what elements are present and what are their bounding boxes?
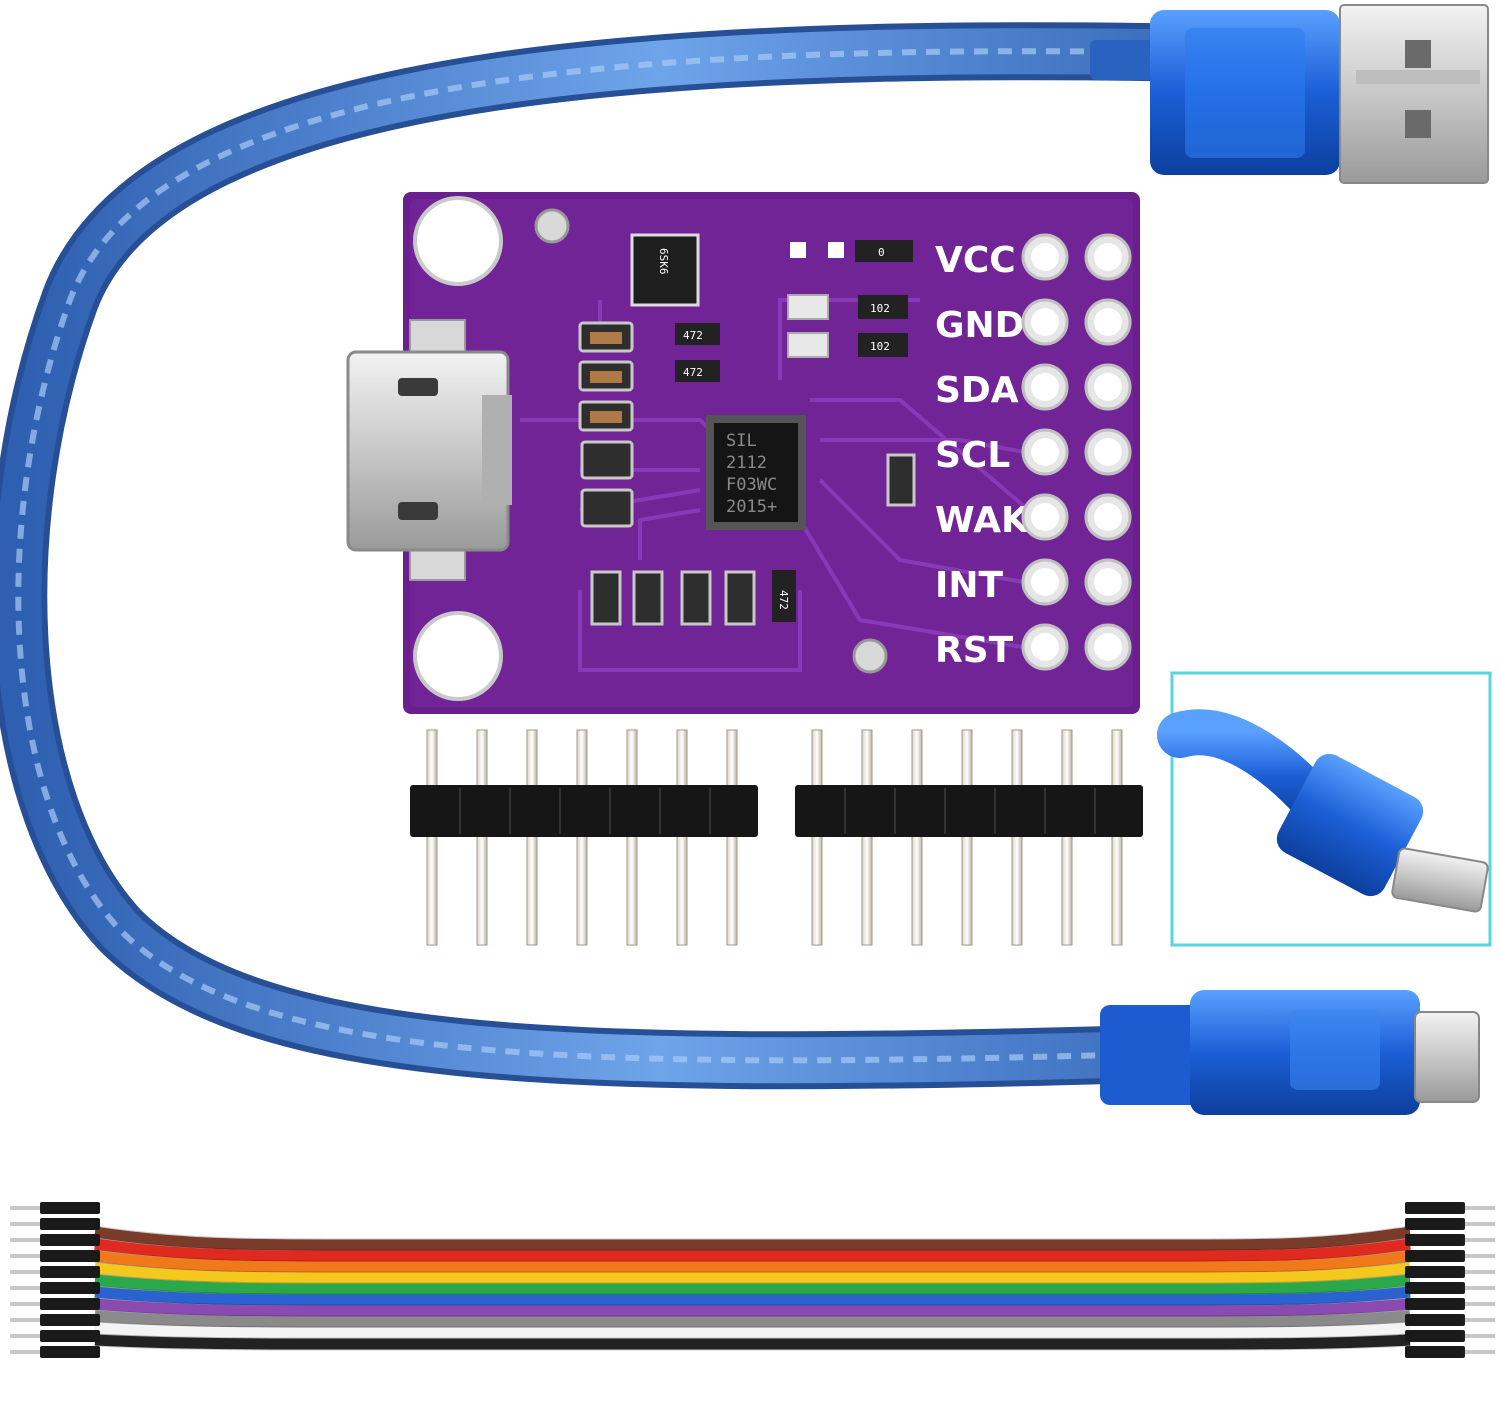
pin-hole [1021, 298, 1069, 346]
dupont-connector [1405, 1298, 1495, 1310]
dupont-connector [1405, 1234, 1495, 1246]
dupont-connector [1405, 1266, 1495, 1278]
dupont-ribbon-cable [10, 1202, 1495, 1358]
header-plastic [795, 785, 1143, 837]
main-ic-chip: SIL 2112 F03WC 2015+ [706, 415, 806, 530]
dupont-connector [10, 1202, 100, 1214]
resistor-marking: 472 [683, 366, 703, 379]
pin-hole [1084, 363, 1132, 411]
dupont-connector [1405, 1330, 1495, 1342]
dupont-connector [1405, 1218, 1495, 1230]
pin-hole [1021, 363, 1069, 411]
resistor-marking: 102 [870, 302, 890, 315]
header-pin [476, 729, 488, 946]
header-pin [1061, 729, 1073, 946]
pin-label: SCL [935, 435, 1010, 476]
header-pin [626, 729, 638, 946]
header-pin [861, 729, 873, 946]
ribbon-wire [94, 1238, 1411, 1262]
pin-label: WAK [935, 500, 1030, 541]
pin-hole [1084, 493, 1132, 541]
dupont-connector [10, 1314, 100, 1326]
pin-hole [1084, 623, 1132, 671]
dupont-connector [1405, 1314, 1495, 1326]
regulator-marking: 6SK6 [657, 248, 670, 275]
pin-hole [1021, 493, 1069, 541]
pin-label: VCC [935, 240, 1016, 281]
usb-a-connector [1090, 4, 1489, 184]
dupont-connector [10, 1218, 100, 1230]
dupont-connector [10, 1234, 100, 1246]
pin-label: SDA [935, 370, 1019, 411]
dupont-connector [1405, 1202, 1495, 1214]
ribbon-wire [94, 1298, 1411, 1317]
usb-cable [0, 22, 1329, 1090]
pcb-board: 6SK6 472 472 102 102 472 0 [346, 192, 1140, 714]
header-pin [576, 729, 588, 946]
ribbon-wire [94, 1274, 1411, 1295]
pcb-micro-usb-port [346, 319, 512, 581]
ribbon-wire [94, 1250, 1411, 1273]
ribbon-wire [94, 1334, 1411, 1350]
chip-line: SIL [726, 431, 757, 451]
chip-line: 2015+ [726, 497, 777, 517]
pin-hole [1084, 298, 1132, 346]
pin-hole [1084, 233, 1132, 281]
header-pin [1011, 729, 1023, 946]
ribbon-wire [94, 1322, 1411, 1339]
header-pin [961, 729, 973, 946]
header-plastic [410, 785, 758, 837]
chip-line: F03WC [726, 475, 777, 495]
mounting-hole [413, 611, 503, 701]
ribbon-wire [94, 1286, 1411, 1306]
dupont-connector [1405, 1282, 1495, 1294]
header-pin [526, 729, 538, 946]
pin-label: GND [935, 305, 1025, 346]
pin-label: INT [935, 565, 1004, 606]
cap-marking: 0 [878, 246, 885, 259]
ribbon-wire [94, 1226, 1411, 1251]
micro-usb-connector [1100, 990, 1480, 1115]
pin-hole [1021, 558, 1069, 606]
pin-hole [1084, 428, 1132, 476]
header-pin [911, 729, 923, 946]
mounting-hole [413, 196, 503, 286]
dupont-connector [1405, 1346, 1495, 1358]
pin-hole [1084, 558, 1132, 606]
resistor-marking: 102 [870, 340, 890, 353]
chip-line: 2112 [726, 453, 767, 473]
header-pin [811, 729, 823, 946]
dupont-connector [10, 1298, 100, 1310]
dupont-connector [10, 1346, 100, 1358]
pin-holes [1021, 233, 1132, 671]
resistor-marking: 472 [777, 590, 790, 610]
dupont-connector [10, 1266, 100, 1278]
ribbon-wire [94, 1310, 1411, 1328]
header-pin [726, 729, 738, 946]
dupont-connector [10, 1250, 100, 1262]
header-pin [426, 729, 438, 946]
inset-detail-box [1157, 671, 1492, 947]
pin-header-left [410, 729, 758, 946]
pin-label: RST [935, 630, 1014, 671]
dupont-connector [1405, 1250, 1495, 1262]
dupont-connector [10, 1282, 100, 1294]
header-pin [1111, 729, 1123, 946]
dupont-connector [10, 1330, 100, 1342]
pin-header-right [795, 729, 1143, 946]
pin-hole [1021, 233, 1069, 281]
pin-hole [1021, 428, 1069, 476]
header-pin [676, 729, 688, 946]
ribbon-wire [94, 1262, 1411, 1284]
pin-hole [1021, 623, 1069, 671]
resistor-marking: 472 [683, 329, 703, 342]
